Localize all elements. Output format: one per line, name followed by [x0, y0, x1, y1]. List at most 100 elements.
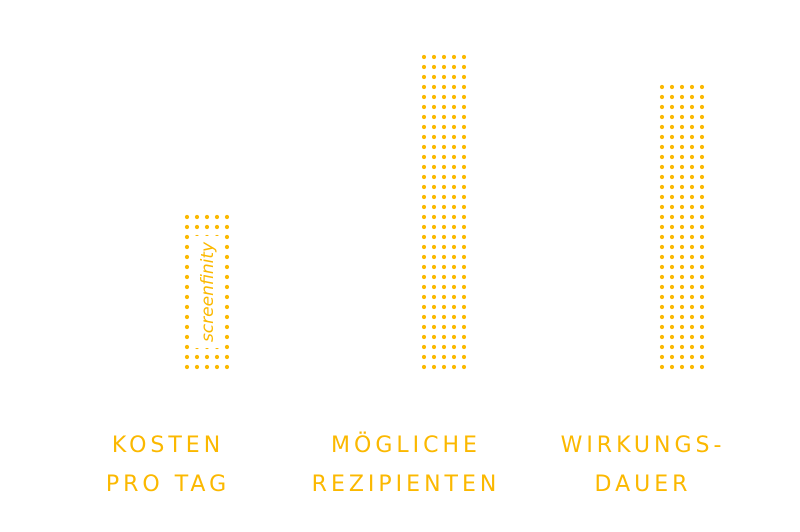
bar-dot — [421, 134, 427, 140]
bar-dot — [184, 294, 190, 300]
bar-dot — [441, 344, 447, 350]
bar-dot — [689, 94, 695, 100]
bar-dot — [441, 84, 447, 90]
bar-dot — [699, 314, 705, 320]
bar-dot — [421, 284, 427, 290]
bar-dot — [669, 334, 675, 340]
bar-dot — [441, 54, 447, 60]
bar-dot — [689, 134, 695, 140]
bar-dot — [441, 294, 447, 300]
bar-dot — [679, 174, 685, 180]
bar-dot — [461, 74, 467, 80]
bar-dot — [659, 134, 665, 140]
bar-dot — [184, 244, 190, 250]
bar-dot — [689, 274, 695, 280]
category-label-0: KOSTEN PRO TAG — [48, 426, 288, 504]
bar-dot — [451, 274, 457, 280]
bar-dot — [679, 254, 685, 260]
bar-dot — [699, 344, 705, 350]
bar-dot — [669, 174, 675, 180]
bar-dot — [451, 104, 457, 110]
bar-dot — [421, 104, 427, 110]
label-line: PRO TAG — [105, 472, 231, 497]
bar-dot — [461, 194, 467, 200]
bar-dot — [184, 354, 190, 360]
bar-dot — [184, 364, 190, 370]
bar-dot — [421, 314, 427, 320]
bar-dot — [441, 264, 447, 270]
bar-dot — [431, 364, 437, 370]
bar-dot — [669, 114, 675, 120]
label-line: KOSTEN — [111, 433, 225, 458]
bar-dot — [679, 154, 685, 160]
bar-dot — [679, 144, 685, 150]
bar-2 — [659, 84, 705, 370]
bar-dot — [679, 264, 685, 270]
bar-dot — [699, 284, 705, 290]
bar-dot — [421, 114, 427, 120]
bar-dot — [441, 104, 447, 110]
bar-dot — [669, 364, 675, 370]
bar-dot — [669, 164, 675, 170]
bar-dot — [431, 194, 437, 200]
bar-dot — [659, 174, 665, 180]
bar-dot — [461, 274, 467, 280]
bar-dot — [659, 154, 665, 160]
bar-dot — [431, 304, 437, 310]
bar-dot — [461, 104, 467, 110]
bar-dot — [689, 334, 695, 340]
label-line: DAUER — [594, 472, 692, 497]
bar-dot — [659, 314, 665, 320]
bar-1 — [421, 54, 467, 370]
bar-dot — [699, 254, 705, 260]
bar-dot — [441, 314, 447, 320]
bar-dot — [461, 314, 467, 320]
bar-dot — [659, 204, 665, 210]
bar-dot — [451, 334, 457, 340]
bar-dot — [699, 354, 705, 360]
bar-dot — [451, 294, 457, 300]
bar-dot — [679, 234, 685, 240]
bar-dot — [441, 94, 447, 100]
bar-dot — [421, 354, 427, 360]
bar-dot — [699, 194, 705, 200]
bar-dot — [669, 324, 675, 330]
bar-dot — [441, 334, 447, 340]
bar-dot — [689, 204, 695, 210]
bar-dot — [184, 344, 190, 350]
bar-dot — [224, 244, 230, 250]
bar-dot — [689, 214, 695, 220]
bar-dot — [441, 184, 447, 190]
bar-dot — [659, 164, 665, 170]
bar-dot — [184, 234, 190, 240]
bar-dot — [679, 164, 685, 170]
bar-dot — [659, 234, 665, 240]
bar-dot — [659, 304, 665, 310]
bar-dot — [431, 64, 437, 70]
bar-dot — [451, 184, 457, 190]
bar-dot — [461, 224, 467, 230]
bar-dot — [689, 124, 695, 130]
bar-dot — [194, 354, 200, 360]
bar-dot — [461, 84, 467, 90]
bar-dot — [184, 324, 190, 330]
bar-dot — [669, 214, 675, 220]
bar-dot — [679, 244, 685, 250]
bar-dot — [441, 324, 447, 330]
bar-dot — [441, 354, 447, 360]
bar-dot — [679, 204, 685, 210]
bar-dot — [699, 294, 705, 300]
bar-dot — [421, 84, 427, 90]
bar-dot — [689, 344, 695, 350]
bar-dot — [689, 324, 695, 330]
bar-dot — [699, 304, 705, 310]
bar-dot — [659, 104, 665, 110]
bar-dot — [689, 244, 695, 250]
bar-dot — [431, 134, 437, 140]
bar-dot — [679, 224, 685, 230]
bar-dot — [699, 134, 705, 140]
bar-dot — [669, 94, 675, 100]
bar-dot — [669, 234, 675, 240]
bar-dot — [679, 304, 685, 310]
bar-dot — [689, 174, 695, 180]
